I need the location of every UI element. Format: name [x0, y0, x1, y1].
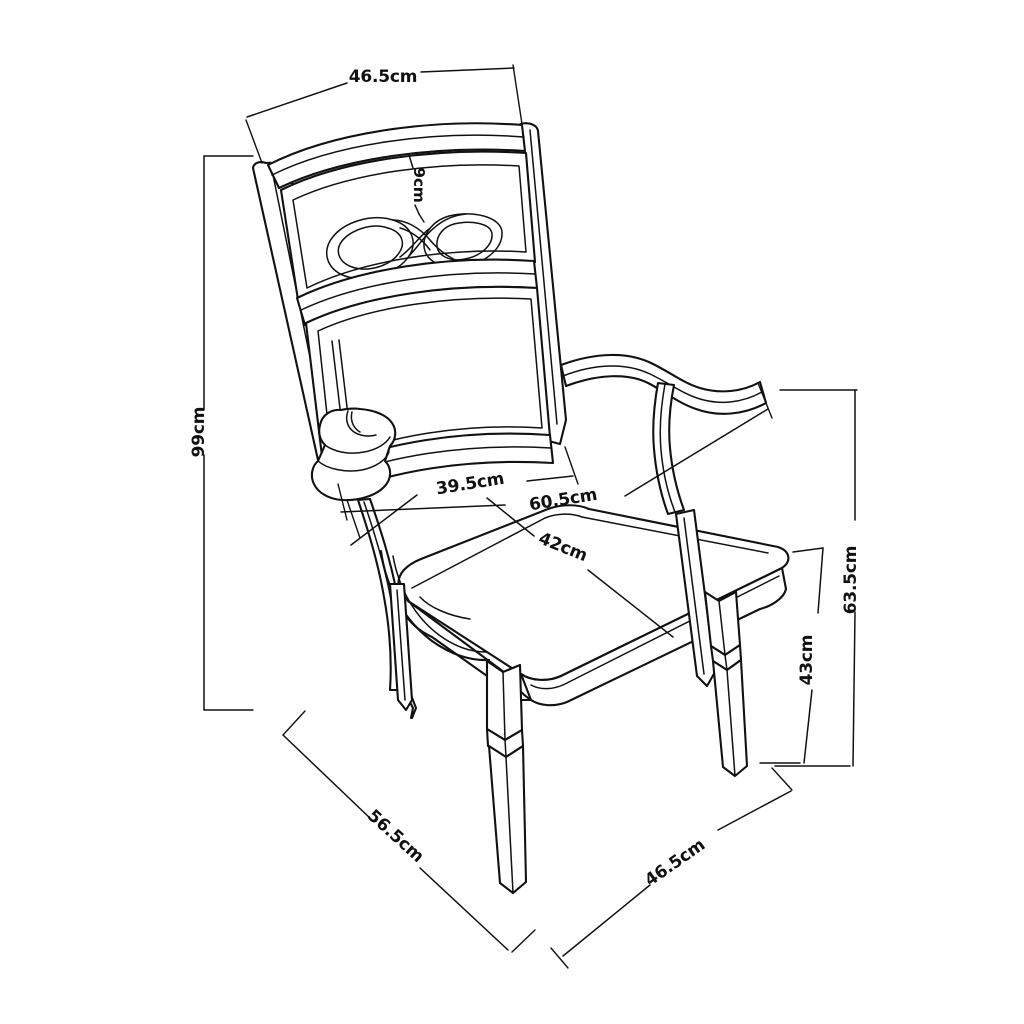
splat-scroll-motif	[325, 213, 503, 280]
leg-front-left	[485, 659, 528, 895]
arm-support-right	[652, 381, 686, 516]
dimension-label-seat-height: 43cm	[797, 635, 817, 686]
leg-rear-right	[674, 508, 717, 688]
chair-illustration	[251, 122, 790, 895]
dimension-label-back-width: 46.5cm	[349, 67, 418, 87]
dimension-label-overall-height: 99cm	[189, 407, 209, 458]
dimension-seat-height: 43cm	[759, 547, 824, 764]
leg-rear-left	[388, 582, 418, 720]
crest-rail	[266, 122, 527, 190]
arm-rest-left	[310, 407, 397, 502]
dimension-arm-height: 63.5cm	[774, 389, 861, 767]
dimension-label-splat-height: 9cm	[410, 167, 428, 203]
leg-front-right	[703, 590, 749, 778]
dimension-back-width: 46.5cm	[245, 64, 523, 164]
dimension-label-arm-height: 63.5cm	[841, 546, 861, 615]
dimension-overall-height: 99cm	[189, 155, 254, 711]
seat-skirt-rear	[379, 549, 491, 662]
dimension-splat-height: 9cm	[408, 154, 428, 223]
